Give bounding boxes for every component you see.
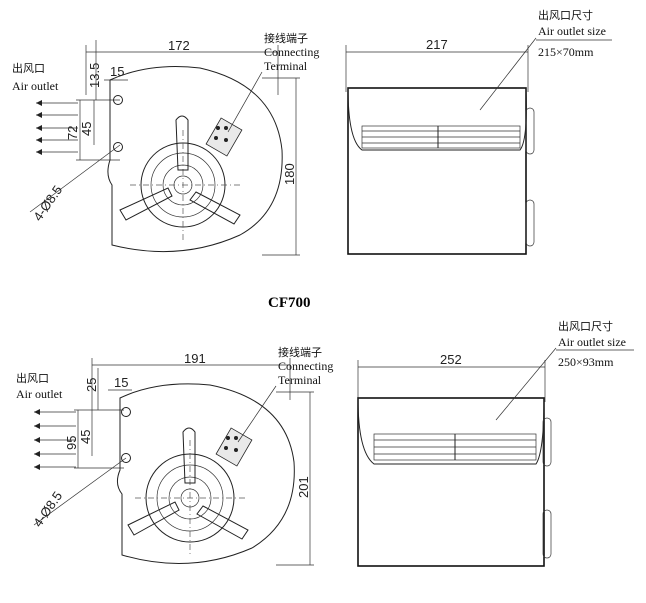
dim-height: 201 (296, 476, 311, 498)
dim-95: 95 (64, 436, 79, 450)
bottom-side-view: 252 出风口尺寸 Air outlet size 250×93mm (357, 319, 634, 567)
housing-outline (116, 383, 295, 565)
mount-hole (113, 95, 123, 105)
dim-inner: 15 (114, 375, 128, 390)
top-front-view: 172 13.5 15 72 45 180 4-Ø8.5 (12, 31, 319, 256)
dim-45: 45 (78, 430, 93, 444)
mount-hole (121, 453, 131, 463)
air-outlet-label-en: Air outlet (16, 387, 63, 401)
terminal-block (205, 117, 243, 157)
top-side-view: 217 出风口尺寸 Air outlet size 215×70mm (345, 8, 612, 255)
airflow-arrows (36, 100, 78, 155)
dim-72: 72 (65, 126, 80, 140)
terminal-block (215, 427, 253, 467)
airflow-arrows (34, 409, 76, 470)
mount-hole (121, 407, 131, 417)
housing-outline (107, 66, 283, 253)
side-body (347, 87, 527, 255)
terminal-label-cn: 接线端子 (264, 31, 308, 45)
outlet-size-value: 250×93mm (558, 355, 614, 369)
dim-side-width: 252 (440, 352, 462, 367)
side-body (357, 397, 545, 567)
dim-top-offset: 13.5 (87, 63, 102, 88)
air-outlet-label-cn: 出风口 (16, 371, 49, 385)
outlet-size-label-cn: 出风口尺寸 (558, 319, 613, 333)
terminal-label-en-2: Terminal (278, 373, 322, 387)
outlet-size-label-en: Air outlet size (558, 335, 626, 349)
outlet-size-value: 215×70mm (538, 45, 594, 59)
dim-holes: 4-Ø8.5 (30, 183, 65, 224)
dim-holes: 4-Ø8.5 (30, 489, 65, 530)
outlet-size-label-cn: 出风口尺寸 (538, 8, 593, 22)
air-outlet-label-en: Air outlet (12, 79, 59, 93)
dim-top-offset: 25 (84, 378, 99, 392)
outlet-size-label-en: Air outlet size (538, 24, 606, 38)
model-label: CF700 (268, 295, 311, 311)
terminal-label-en-2: Terminal (264, 59, 308, 73)
dim-width: 172 (168, 38, 190, 53)
air-outlet-label-cn: 出风口 (12, 61, 45, 75)
terminal-label-en-1: Connecting (264, 45, 319, 59)
bottom-front-view: 191 25 15 95 45 201 4-Ø8.5 (16, 345, 333, 566)
terminal-label-en-1: Connecting (278, 359, 333, 373)
terminal-label-cn: 接线端子 (278, 345, 322, 359)
dim-side-width: 217 (426, 37, 448, 52)
dim-width: 191 (184, 351, 206, 366)
dim-45: 45 (79, 122, 94, 136)
dim-height: 180 (282, 163, 297, 185)
mount-hole (113, 142, 123, 152)
